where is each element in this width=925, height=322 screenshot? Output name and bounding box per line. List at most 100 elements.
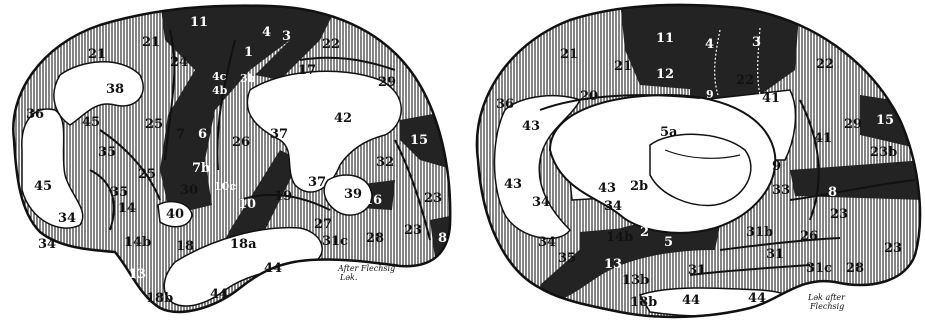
lat-label-21b: 21 bbox=[142, 35, 160, 50]
lat-label-18b: 18b bbox=[146, 291, 173, 306]
lat-label-15: 15 bbox=[410, 133, 428, 148]
med-label-31c: 31c bbox=[806, 261, 832, 276]
med-label-23b: 23b bbox=[870, 145, 897, 160]
lat-label-25a: 25 bbox=[145, 117, 163, 132]
lat-label-19: 19 bbox=[274, 189, 292, 204]
med-label-21a: 21 bbox=[560, 47, 578, 62]
lat-label-34b: 34 bbox=[38, 237, 56, 252]
med-label-15: 15 bbox=[876, 113, 894, 128]
med-label-4: 4 bbox=[705, 37, 714, 52]
med-label-31b: 31b bbox=[746, 225, 773, 240]
med-label-12: 12 bbox=[656, 67, 674, 82]
med-label-18b: 18b bbox=[630, 295, 657, 310]
med-label-26: 26 bbox=[800, 229, 818, 244]
lat-label-29: 29 bbox=[378, 75, 396, 90]
lat-label-7: 7 bbox=[176, 127, 185, 142]
lat-label-28: 28 bbox=[366, 231, 384, 246]
med-label-22b: 22 bbox=[816, 57, 834, 72]
lat-label-23a: 23 bbox=[424, 191, 442, 206]
med-label-5a: 5a bbox=[660, 125, 678, 140]
lat-label-1: 1 bbox=[244, 45, 253, 60]
med-label-29: 29 bbox=[844, 117, 862, 132]
lat-label-23b: 23 bbox=[404, 223, 422, 238]
med-credit-line1: Lǝk after bbox=[807, 293, 846, 302]
lat-label-35a: 35 bbox=[98, 145, 116, 160]
lat-label-42: 42 bbox=[334, 111, 352, 126]
lat-label-17: 17 bbox=[298, 63, 316, 78]
lat-label-13: 13 bbox=[128, 267, 146, 282]
lat-label-40: 40 bbox=[166, 207, 184, 222]
lat-label-4: 4 bbox=[262, 25, 271, 40]
med-label-2b: 2b bbox=[630, 179, 648, 194]
med-label-43a: 43 bbox=[522, 119, 540, 134]
med-label-9b: 9 bbox=[772, 159, 781, 174]
lat-label-10c: 10c bbox=[214, 180, 236, 193]
med-label-34b: 34 bbox=[604, 199, 622, 214]
med-label-13b: 13b bbox=[622, 273, 649, 288]
lat-label-4c: 4c bbox=[212, 70, 227, 83]
med-label-31d: 31 bbox=[688, 263, 706, 278]
lat-label-16: 16 bbox=[364, 193, 382, 208]
lat-label-21a: 21 bbox=[88, 47, 106, 62]
lat-label-24: 24 bbox=[170, 55, 188, 70]
lat-label-14b: 14b bbox=[124, 235, 151, 250]
lat-label-6: 6 bbox=[198, 127, 207, 142]
med-credit-line2: Flechsig bbox=[809, 302, 844, 311]
med-label-2: 2 bbox=[640, 225, 649, 240]
med-label-9a: 9 bbox=[706, 88, 714, 101]
med-label-14b: 14b bbox=[606, 230, 633, 245]
lat-label-37a: 37 bbox=[270, 127, 288, 142]
lat-label-44b: 44 bbox=[210, 287, 228, 302]
lat-label-38: 38 bbox=[106, 82, 124, 97]
lat-label-26: 26 bbox=[232, 135, 250, 150]
lat-label-8: 8 bbox=[438, 231, 447, 246]
lat-label-27: 27 bbox=[314, 217, 332, 232]
lat-label-30: 30 bbox=[180, 183, 198, 198]
med-label-34a: 34 bbox=[532, 195, 550, 210]
lat-label-45b: 45 bbox=[34, 179, 52, 194]
lat-label-14: 14 bbox=[118, 201, 136, 216]
lat-label-22: 22 bbox=[322, 37, 340, 52]
lateral-hemisphere: 11 4 3 1 21 21 24 22 17 29 4c 4b 3b 38 3… bbox=[0, 0, 460, 322]
med-label-41a: 41 bbox=[762, 91, 780, 106]
lat-label-3b: 3b bbox=[240, 72, 256, 85]
med-label-13: 13 bbox=[604, 257, 622, 272]
lat-label-32: 32 bbox=[376, 155, 394, 170]
med-label-23a: 23 bbox=[830, 207, 848, 222]
med-label-11: 11 bbox=[656, 31, 674, 46]
med-label-35: 35 bbox=[558, 251, 576, 266]
med-label-44a: 44 bbox=[682, 293, 700, 308]
med-label-44b: 44 bbox=[748, 291, 766, 306]
lat-label-39: 39 bbox=[344, 187, 362, 202]
lat-label-18a: 18a bbox=[230, 237, 257, 252]
lat-credit-line2: Lǝk. bbox=[339, 273, 357, 282]
med-label-33: 33 bbox=[772, 183, 790, 198]
med-label-20: 20 bbox=[580, 89, 598, 104]
med-label-28: 28 bbox=[846, 261, 864, 276]
lat-label-45a: 45 bbox=[82, 115, 100, 130]
lat-label-7b: 7b bbox=[192, 161, 210, 176]
med-label-8: 8 bbox=[828, 185, 837, 200]
lat-label-10: 10 bbox=[238, 197, 256, 212]
med-label-36: 36 bbox=[496, 97, 514, 112]
medial-hemisphere: 11 4 3 21 21 12 22 22 20 9 9 41 41 29 15… bbox=[460, 0, 925, 322]
lat-label-37b: 37 bbox=[308, 175, 326, 190]
med-label-21b: 21 bbox=[614, 59, 632, 74]
med-label-34c: 34 bbox=[538, 235, 556, 250]
med-label-3: 3 bbox=[752, 35, 761, 50]
med-label-22a: 22 bbox=[736, 73, 754, 88]
lat-label-4b: 4b bbox=[212, 84, 228, 97]
med-label-31a: 31 bbox=[766, 247, 784, 262]
lat-label-36: 36 bbox=[26, 107, 44, 122]
lat-label-35b: 35 bbox=[110, 185, 128, 200]
med-label-23c: 23 bbox=[884, 241, 902, 256]
med-label-43b: 43 bbox=[504, 177, 522, 192]
lat-label-25b: 25 bbox=[138, 167, 156, 182]
lat-credit-line1: After Flechsig bbox=[337, 264, 395, 273]
med-label-43c: 43 bbox=[598, 181, 616, 196]
lat-label-31c: 31c bbox=[322, 234, 348, 249]
lat-label-11: 11 bbox=[190, 15, 208, 30]
med-label-41b: 41 bbox=[814, 131, 832, 146]
lat-label-44a: 44 bbox=[264, 261, 282, 276]
